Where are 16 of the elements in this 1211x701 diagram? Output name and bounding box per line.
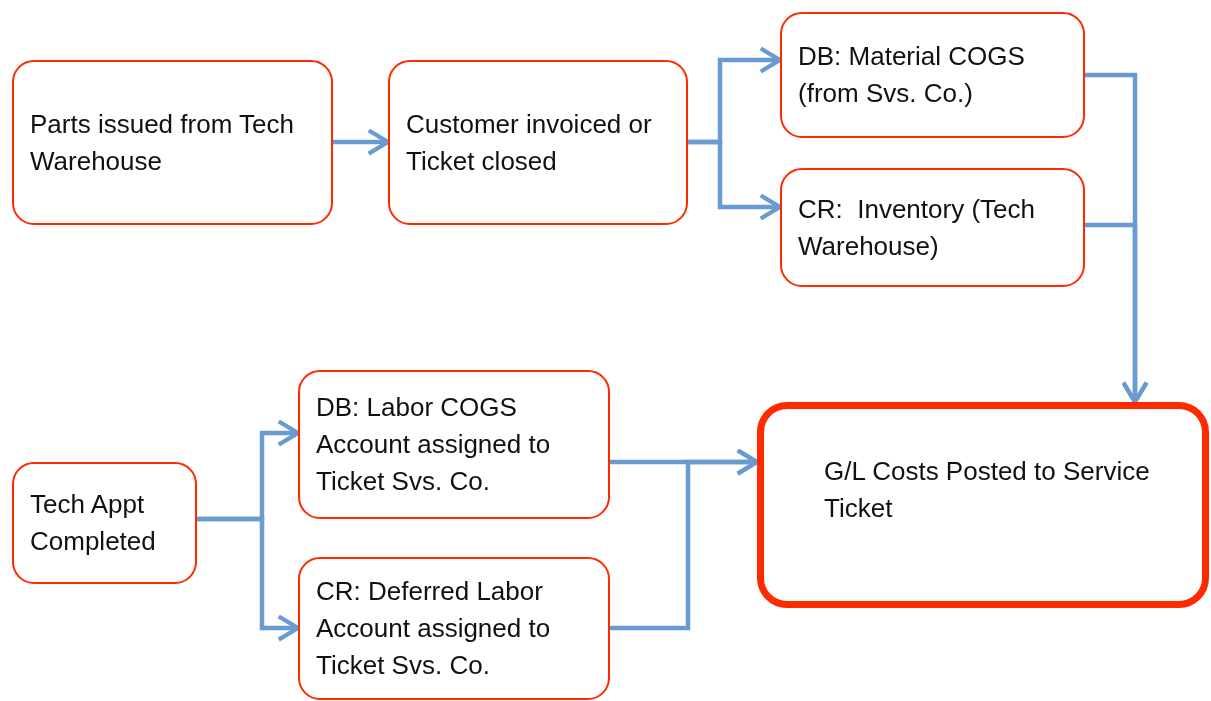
process-box [757,402,1209,608]
process-box [298,557,610,700]
process-box [780,168,1085,287]
box-text: CR: Inventory (Tech Warehouse) [798,192,1036,263]
process-box [12,462,197,584]
process-box [12,60,333,225]
box-text: DB: Material COGS (from Svs. Co.) [798,40,1026,110]
box-text: Customer invoiced or Ticket closed [406,107,653,178]
box-text: DB: Labor COGS Account assigned to Ticket Svs. Co. [316,391,552,498]
box-text: G/L Costs Posted to Service Ticket [824,455,1151,525]
box-text: CR: Deferred Labor Account assigned to Ticket Svs. Co. [316,575,552,682]
process-box [780,12,1085,138]
box-text: Tech Appt Completed [30,488,157,558]
box-text: Parts issued from Tech Warehouse [30,107,295,178]
process-box [298,370,610,519]
process-box [388,60,688,225]
